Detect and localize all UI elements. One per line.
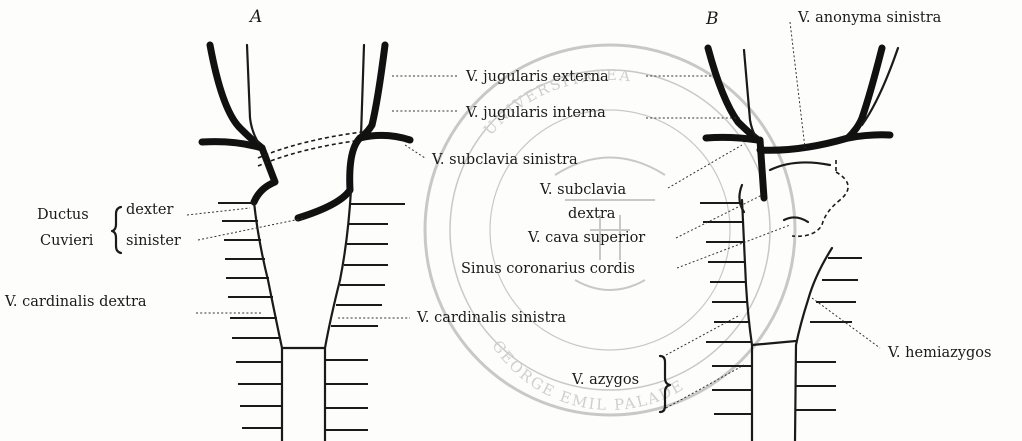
label-subclavia-sinistra: V. subclavia sinistra — [431, 152, 578, 168]
label-cardinalis-dextra: V. cardinalis dextra — [4, 294, 147, 310]
label-ductus: Ductus — [37, 207, 89, 223]
a-right-subclavia — [360, 135, 410, 140]
b-left-subclavia — [848, 135, 890, 138]
a-left-subclavia — [202, 142, 262, 148]
a-v-cardinalis-sinistra — [325, 190, 351, 441]
panel-a: A — [202, 7, 410, 441]
label-subclavia-dextra-line1: V. subclavia — [539, 182, 626, 198]
panel-b-letter: B — [705, 9, 719, 29]
a-anastomosis-dashed — [258, 132, 362, 166]
label-sinister: sinister — [126, 233, 181, 249]
a-ductus-cuvieri-dexter — [254, 148, 275, 202]
label-cava-superior: V. cava superior — [527, 230, 645, 246]
ductus-brace — [112, 207, 121, 253]
b-sinus-coronarius-dashed — [792, 160, 848, 236]
labels: V. jugularis externa V. jugularis intern… — [4, 10, 991, 388]
label-anonyma-sinistra: V. anonyma sinistra — [797, 10, 942, 26]
label-cuvieri: Cuvieri — [40, 233, 94, 249]
b-left-intercostal-branches — [796, 258, 862, 410]
label-azygos: V. azygos — [571, 372, 639, 388]
panel-a-letter: A — [248, 7, 262, 27]
a-left-intercostal-branches — [218, 203, 282, 428]
b-left-jugularis-externa — [848, 48, 882, 138]
label-sinus-coronarius: Sinus coronarius cordis — [461, 261, 635, 277]
label-subclavia-dextra-line2: dextra — [568, 206, 616, 222]
label-cardinalis-sinistra: V. cardinalis sinistra — [416, 310, 566, 326]
a-right-intercostal-branches — [325, 204, 405, 430]
b-v-hemiazygos — [795, 248, 832, 441]
a-right-jugularis-interna — [361, 45, 364, 136]
label-jugularis-externa: V. jugularis externa — [465, 69, 609, 85]
label-hemiazygos: V. hemiazygos — [887, 345, 991, 361]
label-dexter: dexter — [126, 202, 173, 218]
label-jugularis-interna: V. jugularis interna — [465, 105, 606, 121]
b-v-subclavia-dextra — [706, 137, 758, 140]
b-v-azygos — [742, 200, 752, 441]
